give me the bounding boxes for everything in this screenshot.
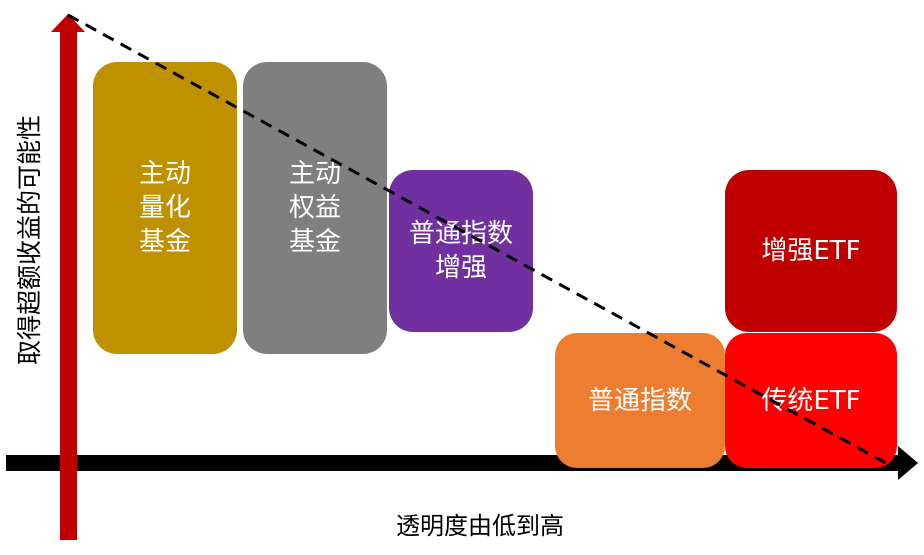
box-traditional-etf: 传统ETF	[725, 333, 897, 468]
y-axis-arrow	[51, 14, 85, 540]
box-index: 普通指数	[555, 333, 725, 468]
trend-dashed-line	[67, 13, 896, 470]
box-enhanced-etf: 增强ETF	[725, 170, 897, 332]
x-axis-label: 透明度由低到高	[396, 512, 564, 540]
box-active-equity-fund: 主动 权益 基金	[243, 62, 387, 354]
x-axis-arrow	[6, 446, 918, 480]
box-index-enhanced: 普通指数 增强	[389, 170, 533, 332]
box-active-quant-fund: 主动 量化 基金	[93, 62, 237, 354]
